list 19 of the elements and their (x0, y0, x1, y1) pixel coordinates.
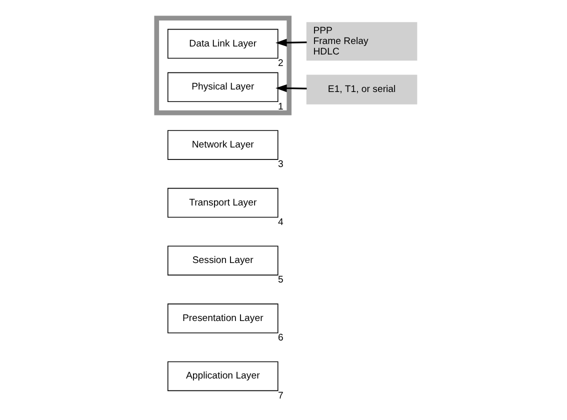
node-box: Application Layer (167, 361, 278, 392)
node-box: Transport Layer (167, 188, 278, 218)
node-box: Network Layer (167, 130, 278, 160)
node-box: E1, T1, or serial (306, 74, 418, 104)
node-label: 5 (278, 274, 284, 286)
node-box: Session Layer (167, 246, 278, 276)
node-label: 7 (278, 390, 284, 402)
node-label: 2 (278, 58, 284, 69)
node-label: 1 (278, 101, 284, 112)
node-box: Data Link Layer (167, 28, 278, 59)
node-box: Physical Layer (167, 72, 278, 102)
arrow (276, 84, 307, 92)
node-label: 4 (278, 216, 284, 228)
arrow (276, 38, 307, 47)
cluster (154, 16, 292, 116)
node-label: 6 (278, 332, 284, 344)
node-box: Presentation Layer (167, 304, 278, 334)
node-box: PPP Frame Relay HDLC (306, 22, 418, 61)
node-label: 3 (278, 159, 284, 170)
